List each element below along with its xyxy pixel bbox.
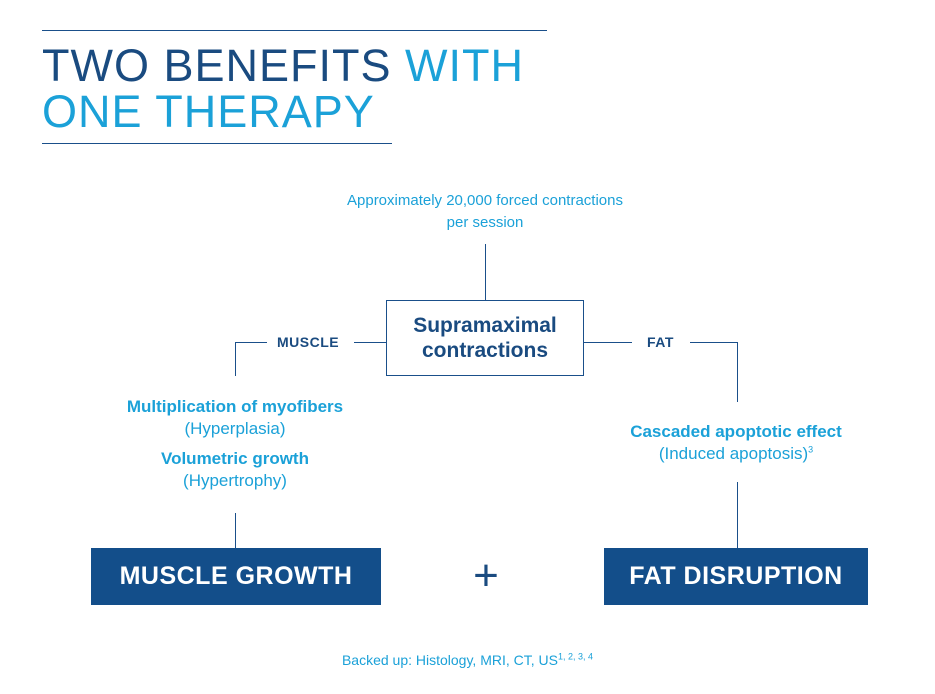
fat-effect: Cascaded apoptotic effect bbox=[630, 422, 842, 441]
branch-label-fat: FAT bbox=[647, 334, 674, 350]
connector-top bbox=[485, 244, 486, 300]
muscle-effects: Multiplication of myofibers (Hyperplasia… bbox=[85, 396, 385, 492]
footer-text: Backed up: Histology, MRI, CT, US bbox=[341, 652, 558, 668]
muscle-growth-box: MUSCLE GROWTH bbox=[91, 548, 381, 605]
footer-refs: 1, 2, 3, 4 bbox=[558, 651, 594, 662]
branch-label-muscle: MUSCLE bbox=[277, 334, 340, 350]
title-line-2: ONE THERAPY bbox=[42, 86, 375, 137]
fat-effect-note: (Induced apoptosis) bbox=[658, 444, 809, 463]
fat-effects: Cascaded apoptotic effect (Induced apopt… bbox=[586, 421, 886, 465]
center-line-2: contractions bbox=[421, 339, 549, 362]
muscle-effect-1: Multiplication of myofibers bbox=[126, 397, 344, 416]
connector-fat-result bbox=[737, 482, 738, 548]
plus-sign: + bbox=[473, 551, 499, 600]
top-caption: Approximately 20,000 forced contractions… bbox=[285, 190, 685, 234]
muscle-effect-2-note: (Hypertrophy) bbox=[183, 471, 287, 490]
top-caption-line-2: per session bbox=[446, 214, 524, 231]
connector-right-inner bbox=[584, 342, 632, 343]
connector-right-outer bbox=[690, 342, 738, 343]
top-caption-line-1: Approximately 20,000 forced contractions bbox=[347, 192, 623, 209]
connector-left-down bbox=[235, 342, 236, 376]
title-light-text: WITH bbox=[405, 40, 524, 91]
connector-left-inner bbox=[354, 342, 386, 343]
center-box: Supramaximal contractions bbox=[386, 300, 584, 376]
muscle-effect-1-note: (Hyperplasia) bbox=[184, 419, 286, 438]
connector-left-outer bbox=[235, 342, 267, 343]
title-bottom-rule bbox=[42, 143, 392, 144]
title-dark-text: TWO BENEFITS bbox=[42, 40, 392, 91]
connector-muscle-result bbox=[235, 513, 236, 548]
center-line-1: Supramaximal bbox=[413, 314, 557, 337]
fat-effect-ref: 3 bbox=[808, 444, 814, 455]
fat-effect-note-wrap: (Induced apoptosis)3 bbox=[586, 443, 886, 465]
title-top-rule bbox=[42, 30, 547, 31]
connector-right-down bbox=[737, 342, 738, 402]
fat-disruption-box: FAT DISRUPTION bbox=[604, 548, 868, 605]
footer-note: Backed up: Histology, MRI, CT, US1, 2, 3… bbox=[0, 652, 935, 668]
muscle-effect-2: Volumetric growth bbox=[161, 449, 309, 468]
title-line-1: TWO BENEFITS WITH bbox=[42, 42, 524, 90]
